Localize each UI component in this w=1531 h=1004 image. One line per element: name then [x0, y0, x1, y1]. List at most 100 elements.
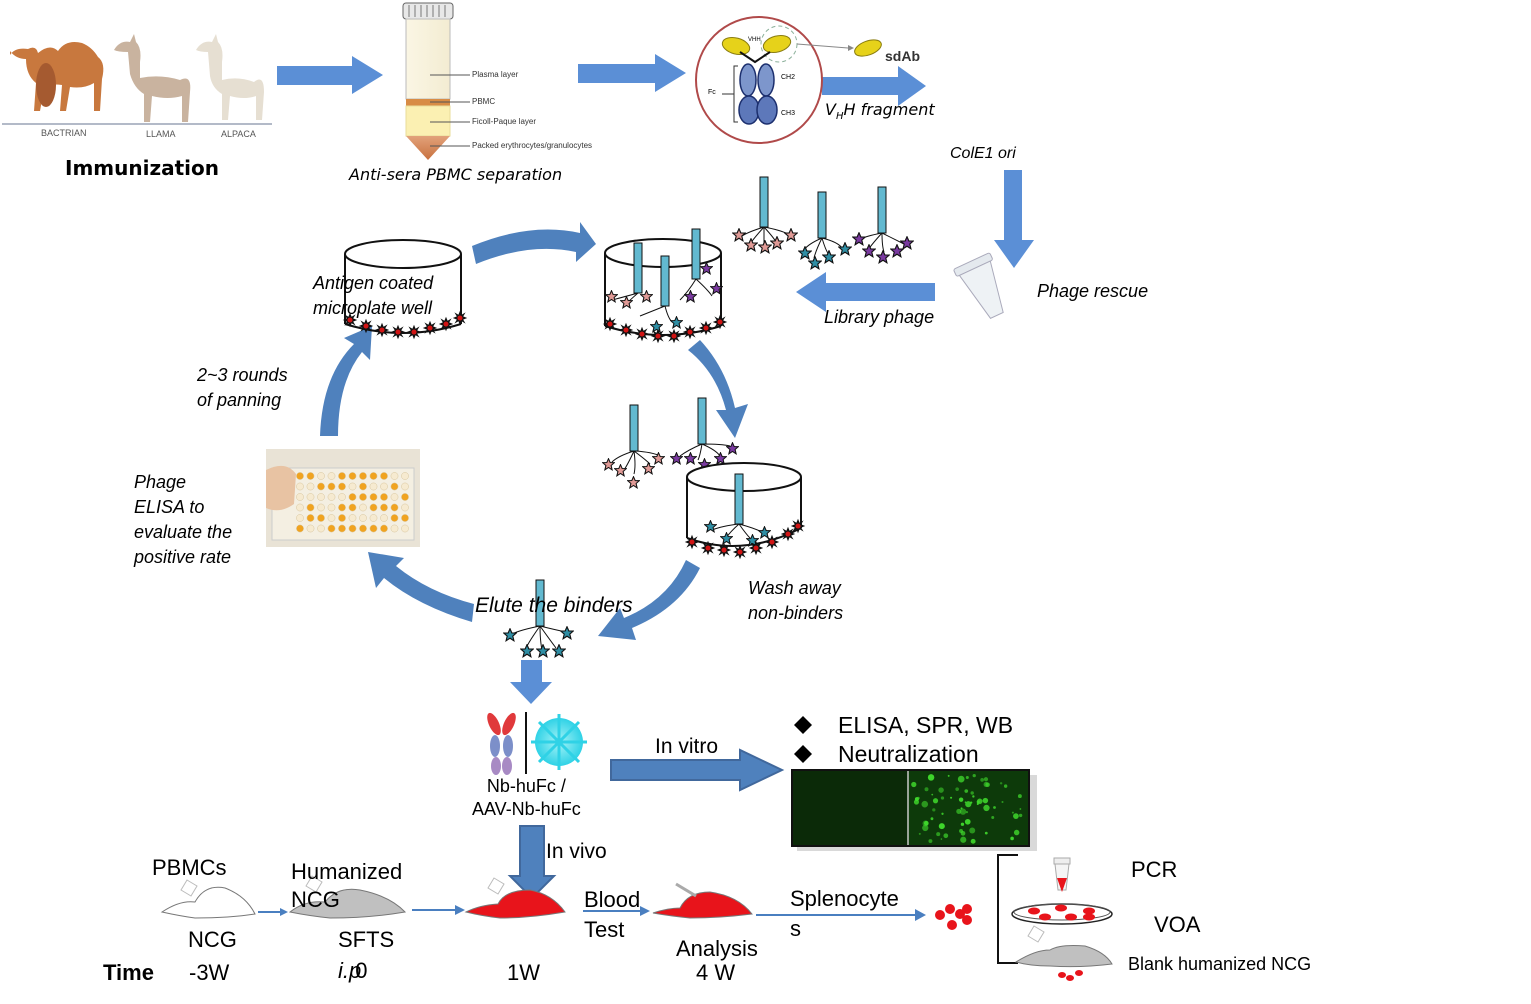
elisa-well [401, 493, 409, 501]
sfts-label: SFTS [338, 927, 395, 952]
cycle-arrow-right [688, 340, 748, 438]
elisa-well [338, 472, 346, 480]
fluorescence-speckle [976, 798, 983, 805]
fluorescence-speckle [930, 817, 934, 821]
fc-label: Fc [708, 89, 716, 96]
elisa-well [390, 503, 399, 512]
in-vitro-label: In vitro [655, 735, 719, 758]
centrifuge-tube-icon [402, 2, 470, 160]
heavy-chain-antibody-icon [695, 16, 854, 144]
mouse-humanized-ncg-icon [288, 875, 407, 919]
elisa-well [401, 482, 409, 491]
elisa-well [348, 472, 357, 480]
arrow-library-phage [796, 272, 935, 312]
elisa-well [348, 524, 357, 533]
phage-library-group [732, 176, 914, 270]
time-label: Time [103, 960, 154, 985]
arrow-in-vivo [507, 825, 557, 900]
elisa-well [401, 514, 409, 522]
elisa-well [359, 524, 367, 533]
elisa-well [390, 524, 399, 533]
product-label: Nb-huFc /AAV-Nb-huFc [472, 776, 581, 819]
elisa-well [348, 503, 357, 512]
aav-virus-icon [531, 714, 587, 770]
elisa-well [317, 503, 325, 512]
splenocytes-icon [935, 904, 972, 930]
elisa-well [338, 493, 346, 501]
fluorescence-speckle [983, 777, 989, 782]
elisa-well [380, 514, 388, 522]
fluorescence-speckle [960, 822, 965, 826]
arrow-to-product [510, 660, 552, 704]
fluorescence-speckle [938, 787, 944, 793]
fluorescence-speckle [983, 804, 990, 812]
elisa-well [369, 503, 378, 512]
pbmc-layer-plasma: Plasma layer [472, 70, 519, 79]
fluorescence-speckle [970, 791, 974, 795]
elisa-well [317, 524, 325, 533]
elisa-well [327, 472, 336, 480]
fluorescence-speckle [969, 827, 976, 834]
cycle-arrow-bottom-right [598, 560, 700, 640]
elisa-well [296, 472, 304, 480]
fluorescence-speckle [921, 800, 929, 808]
elisa-well [306, 493, 315, 501]
elisa-well [306, 524, 315, 533]
fluorescence-speckle [993, 806, 996, 809]
eppendorf-tube-icon [953, 252, 1004, 319]
sdab-label: sdAb [885, 48, 920, 64]
fluorescence-speckle [938, 823, 945, 830]
ch2-label: CH2 [781, 74, 796, 81]
elisa-well [369, 524, 378, 533]
elisa-well [359, 514, 367, 522]
elisa-well [369, 514, 378, 522]
fluorescence-speckle [950, 796, 953, 799]
fluorescence-speckle [999, 782, 1003, 785]
elisa-well [296, 493, 304, 501]
animal-label-alpaca: ALPACA [221, 129, 256, 139]
llama-icon [114, 34, 191, 122]
fluorescence-speckle [955, 787, 959, 791]
fluorescence-speckle [980, 778, 984, 782]
phage-rescue-label: Phage rescue [1037, 281, 1149, 301]
elisa-well [306, 514, 315, 522]
antigen-coated-well-icon [342, 239, 468, 340]
fluorescence-speckle [1013, 829, 1020, 836]
elisa-well [359, 493, 367, 501]
elisa-well [348, 493, 357, 501]
fluorescence-speckle [959, 808, 967, 815]
elisa-plate-photo [266, 449, 420, 547]
time-point: i.p0 [338, 958, 368, 983]
vhh-fragment-label: VHH fragment [825, 100, 935, 123]
pbmc-layer-pbmc: PBMC [472, 97, 496, 106]
fluorescence-speckle [923, 820, 929, 826]
cycle-arrow-left [320, 326, 372, 436]
pbmc-layer-erythrocytes: Packed erythrocytes/granulocytes [472, 141, 593, 150]
petri-dish-icon [1011, 903, 1113, 925]
library-phage-label: Library phage [824, 307, 935, 327]
elisa-well [369, 482, 378, 491]
elisa-well [327, 482, 336, 491]
elisa-well [327, 514, 336, 522]
fluorescence-speckle [964, 789, 969, 793]
fluorescence-speckle [914, 797, 919, 802]
pbmc-layer-ficoll: Ficoll-Paque layer [472, 117, 537, 126]
bactrian-camel-icon [10, 42, 104, 111]
fluorescence-speckle [964, 818, 971, 825]
fluorescence-speckle [918, 832, 921, 835]
elisa-well [348, 514, 357, 522]
fluorescence-speckle [991, 815, 995, 819]
elisa-well [359, 482, 367, 491]
time-point: 4 W [696, 960, 736, 985]
fluorescence-speckle [940, 838, 943, 840]
elisa-well [327, 503, 336, 512]
fluorescence-speckle [1001, 800, 1004, 804]
fluorescence-speckle [1010, 836, 1014, 841]
elisa-well [327, 493, 336, 501]
fluorescence-speckle [1013, 813, 1019, 819]
mouse-analysis-icon [652, 882, 753, 919]
elisa-well [306, 503, 315, 512]
